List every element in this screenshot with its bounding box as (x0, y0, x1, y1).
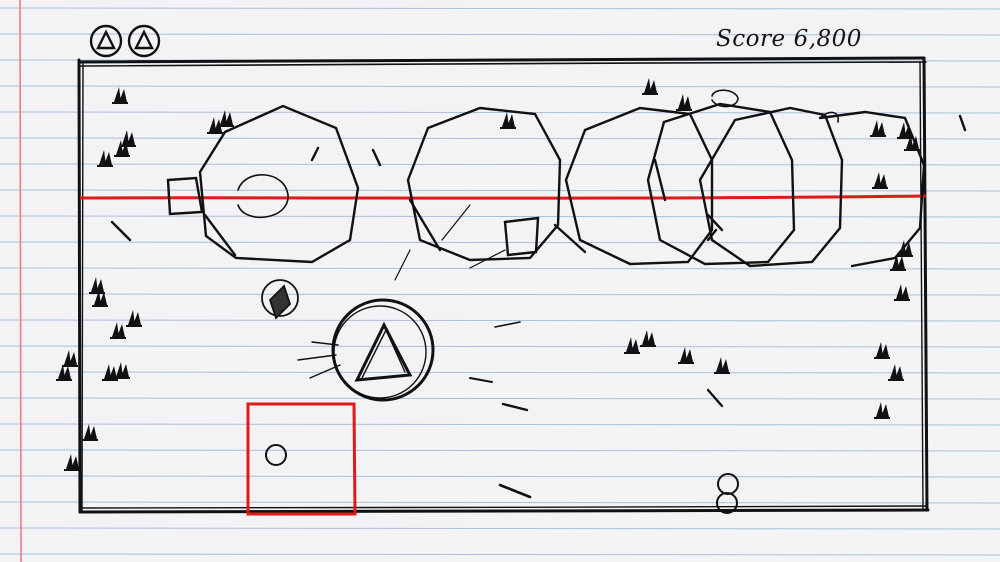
octagon-wall-enemy-1 (198, 104, 382, 264)
ruled-line (0, 189, 1000, 192)
octagon-wall-enemy-2 (406, 106, 587, 262)
score-value: 6,800 (793, 26, 862, 52)
motion-streaks (394, 204, 532, 499)
spike-cone-icon (675, 93, 693, 111)
spike-cone-icon (125, 309, 143, 327)
octagon-wall-enemy-6 (818, 110, 926, 268)
square-pickup-1 (166, 176, 204, 216)
square-pickup-2 (503, 216, 540, 257)
spike-cone-icon (639, 329, 657, 347)
octagon-wall-enemy-3 (564, 106, 714, 266)
ruled-line (0, 371, 1000, 374)
red-goal-box (246, 402, 357, 516)
ruled-line (0, 163, 1000, 166)
spike-cone-icon (88, 276, 106, 294)
ruled-line (0, 241, 1000, 244)
score-display: Score 6,800 (716, 26, 862, 52)
spike-cone-icon (623, 336, 641, 354)
player-ship (297, 298, 435, 402)
ruled-line (0, 137, 1000, 140)
spike-cone-icon (893, 283, 911, 301)
ruled-line (0, 293, 1000, 296)
spike-cone-icon (677, 346, 695, 364)
score-label: Score (716, 26, 786, 52)
red-laser-beam (79, 194, 927, 200)
notebook-ruled-lines (0, 7, 1000, 556)
ruled-line (0, 527, 1000, 530)
octagon-wall-enemy-5 (698, 106, 844, 268)
ruled-line (0, 475, 1000, 478)
spike-cone-icon (873, 341, 891, 359)
ruled-line (0, 345, 1000, 348)
spike-cone-icon (81, 423, 99, 441)
ruled-line (0, 397, 1000, 400)
triangle-ship-icon (89, 24, 123, 58)
spike-cone-icon (871, 171, 889, 189)
ruled-line (0, 319, 1000, 322)
ruled-line (0, 7, 1000, 10)
ruled-line (0, 501, 1000, 504)
ruled-line (0, 423, 1000, 426)
arena-border (77, 56, 930, 514)
spike-cone-icon (887, 363, 905, 381)
ruled-line (0, 215, 1000, 218)
spike-cone-icon (873, 401, 891, 419)
spike-cone-icon (61, 349, 79, 367)
octagon-wall-enemy-4 (646, 102, 796, 266)
circle-enemies (265, 444, 739, 514)
ruled-line (0, 33, 1000, 36)
spike-cone-icon (63, 453, 81, 471)
triangle-ship-icon (127, 24, 161, 58)
octagon-wall-enemies (198, 89, 926, 268)
cone-enemies (55, 77, 921, 471)
square-pickups (166, 176, 540, 257)
spike-cone-icon (499, 111, 517, 129)
spike-cone-icon (869, 119, 887, 137)
ruled-line (0, 449, 1000, 452)
ruled-line (0, 553, 1000, 556)
spiky-floater (261, 279, 299, 320)
notebook-margin-line (19, 0, 22, 562)
ruled-line (0, 85, 1000, 88)
spike-cone-icon (641, 77, 659, 95)
spike-cone-icon (109, 321, 127, 339)
lives-indicator (88, 23, 162, 59)
spike-cone-icon (111, 86, 129, 104)
spike-cone-icon (713, 356, 731, 374)
ink-scratches (110, 114, 967, 408)
spike-cone-icon (113, 361, 131, 379)
ruled-line (0, 267, 1000, 270)
